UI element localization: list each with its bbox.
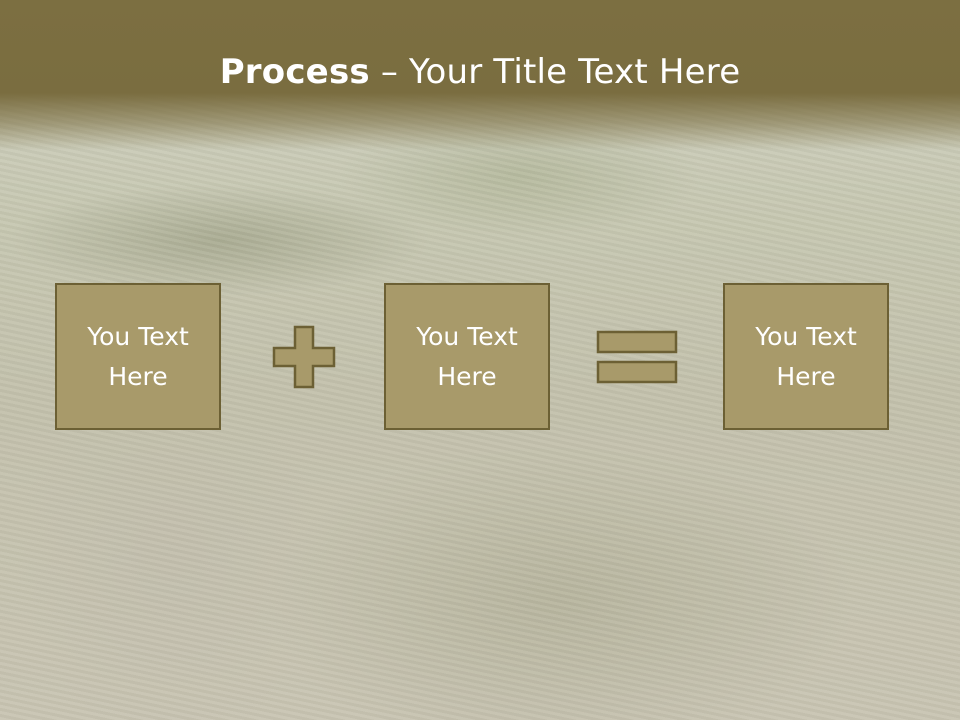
title-text: – Your Title Text Here <box>369 52 741 92</box>
process-box-2: You Text Here <box>384 283 550 430</box>
process-box-3-text: You Text Here <box>755 321 857 391</box>
process-box-1: You Text Here <box>55 283 221 430</box>
process-box-3: You Text Here <box>723 283 889 430</box>
process-box-1-text: You Text Here <box>87 321 189 391</box>
equals-icon <box>596 330 678 384</box>
title-bar: Process – Your Title Text Here <box>0 0 960 150</box>
title-bold: Process <box>219 52 370 92</box>
process-box-2-text: You Text Here <box>416 321 518 391</box>
slide-title: Process – Your Title Text Here <box>0 52 960 92</box>
plus-icon <box>272 325 336 389</box>
